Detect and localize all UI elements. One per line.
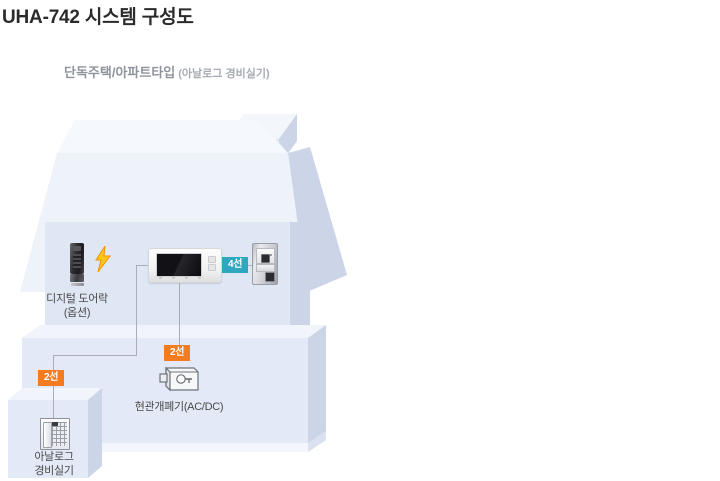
guard-pedestal-side (88, 388, 102, 478)
subtitle-main-text: 단독주택/아파트타입 (64, 65, 176, 80)
wire-to-guard-horizontal (53, 355, 137, 356)
subtitle-sub-text: (아날로그 경비실기) (178, 68, 270, 80)
guard-station-label: 아날로그 경비실기 (14, 450, 94, 478)
wire-monitor-left-stub (136, 265, 148, 266)
door-station-camera (261, 254, 270, 263)
roof-top (57, 120, 288, 153)
door-lock-body (70, 243, 84, 274)
door-lock-keypad (73, 254, 81, 270)
door-station-speaker (256, 264, 275, 272)
house-wall-upper-side (290, 222, 310, 338)
guard-station-label-line1: 아날로그 (34, 451, 74, 463)
door-opener-label: 현관개폐기(AC/DC) (124, 400, 234, 414)
page-title: UHA-742 시스템 구성도 (2, 7, 194, 28)
guard-station-handset (43, 422, 52, 448)
wireless-bolt-icon (95, 246, 111, 272)
door-lock-label: 디지털 도어락 (옵션) (42, 292, 112, 320)
door-lock-label-line2: (옵션) (63, 307, 91, 319)
guard-station-body (40, 418, 70, 450)
monitor-button-row[interactable] (159, 276, 201, 279)
guard-pedestal-top (8, 388, 102, 400)
monitor-button-2[interactable] (172, 276, 175, 279)
guard-station-display (52, 422, 58, 426)
electric-strike-icon (159, 366, 199, 392)
door-station-icon[interactable] (252, 243, 278, 285)
guard-station-label-line2: 경비실기 (34, 465, 74, 477)
monitor-side-button-1[interactable] (208, 256, 216, 263)
house-plinth-mid-side (308, 431, 326, 452)
house-wall-mid-side (308, 325, 326, 452)
door-station-faceplate (256, 248, 275, 264)
door-lock-label-line1: 디지털 도어락 (46, 293, 108, 305)
monitor-case (148, 248, 222, 283)
badge-2-wire-guard: 2선 (38, 370, 65, 386)
monitor-button-4[interactable] (198, 276, 201, 279)
door-lock-icon (70, 243, 84, 286)
guard-station-icon[interactable] (40, 418, 70, 450)
monitor-button-3[interactable] (185, 276, 188, 279)
door-opener-label-text: 현관개폐기(AC/DC) (134, 401, 224, 413)
video-monitor-icon[interactable] (148, 248, 222, 283)
badge-4-wire: 4선 (222, 257, 249, 273)
door-station-plate (252, 243, 278, 285)
guard-station-keypad[interactable] (52, 422, 67, 446)
door-station-rf-reader[interactable] (265, 272, 275, 282)
wire-to-guard-down (53, 355, 54, 420)
house-wall-mid-top (22, 325, 326, 338)
door-lock-handle (70, 274, 84, 282)
wire-monitor-left-down (136, 265, 137, 355)
badge-2-wire-opener: 2선 (164, 345, 191, 361)
monitor-button-1[interactable] (159, 276, 162, 279)
door-lock-display (73, 246, 81, 251)
door-station-led (270, 254, 272, 256)
monitor-side-button-2[interactable] (208, 264, 216, 271)
wire-monitor-to-opener (179, 281, 180, 348)
monitor-screen (156, 253, 202, 277)
door-lock-base (71, 283, 84, 286)
diagram-subtitle: 단독주택/아파트타입(아날로그 경비실기) (64, 62, 270, 82)
